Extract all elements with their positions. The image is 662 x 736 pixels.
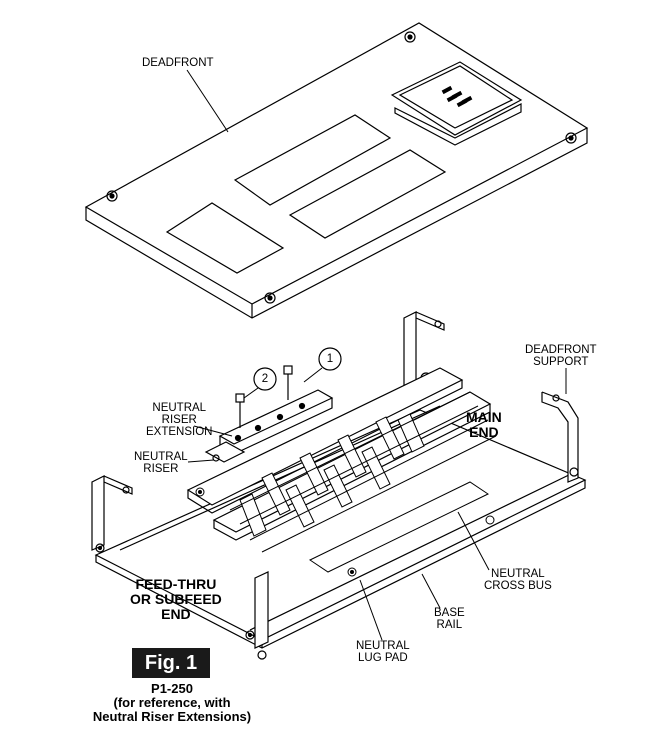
label-deadfront: DEADFRONT (142, 57, 214, 69)
feed-thru-bracket (91, 475, 269, 660)
figure-badge: Fig. 1 (132, 648, 210, 678)
label-line: EXTENSION (146, 426, 213, 438)
deadfront-opening (288, 149, 447, 239)
label-line: CROSS BUS (484, 580, 552, 592)
label-line: NEUTRAL (152, 402, 207, 414)
label-neutral-lug-pad: NEUTRAL LUG PAD (356, 640, 410, 664)
callout-1-circle (318, 347, 342, 371)
label-deadfront-support: DEADFRONT SUPPORT (525, 344, 597, 368)
callout-1-number: 1 (326, 353, 334, 365)
label-line: END (161, 606, 191, 622)
label-line: FEED-THRU (135, 576, 217, 592)
caption-line: Neutral Riser Extensions) (92, 709, 252, 724)
label-line: OR SUBFEED (130, 591, 222, 607)
label-base-rail: BASE RAIL (434, 607, 465, 631)
label-line: RAIL (436, 619, 463, 631)
label-line: BASE (434, 607, 465, 619)
label-neutral-riser: NEUTRAL RISER (134, 451, 188, 475)
label-line: LUG PAD (358, 652, 408, 664)
label-line: RISER (143, 463, 179, 475)
phase-bus-fingers (195, 391, 497, 577)
label-line: NEUTRAL (491, 568, 545, 580)
label-line: END (469, 424, 499, 440)
callout-2-number: 2 (261, 373, 269, 385)
caption-line: (for reference, with (113, 695, 231, 710)
label-deadfront-support-line: DEADFRONT (525, 344, 597, 356)
label-neutral-cross-bus: NEUTRAL CROSS BUS (484, 568, 552, 592)
caption-line: P1-250 (151, 681, 193, 696)
label-neutral-riser-extension: NEUTRAL RISER EXTENSION (146, 402, 212, 438)
deadfront-opening (165, 202, 285, 274)
callout-2-circle (253, 367, 277, 391)
label-line: RISER (161, 414, 197, 426)
label-line: MAIN (466, 409, 502, 425)
label-line: NEUTRAL (134, 451, 188, 463)
deadfront-panel (84, 22, 589, 319)
label-main-end: MAIN END (466, 410, 502, 440)
figure-caption: P1-250 (for reference, with Neutral Rise… (84, 682, 260, 724)
label-feed-thru-end: FEED-THRU OR SUBFEED END (130, 577, 222, 622)
label-line: NEUTRAL (356, 640, 410, 652)
label-deadfront-support-line: SUPPORT (533, 356, 589, 368)
deadfront-support (541, 391, 579, 483)
deadfront-opening (233, 114, 392, 206)
